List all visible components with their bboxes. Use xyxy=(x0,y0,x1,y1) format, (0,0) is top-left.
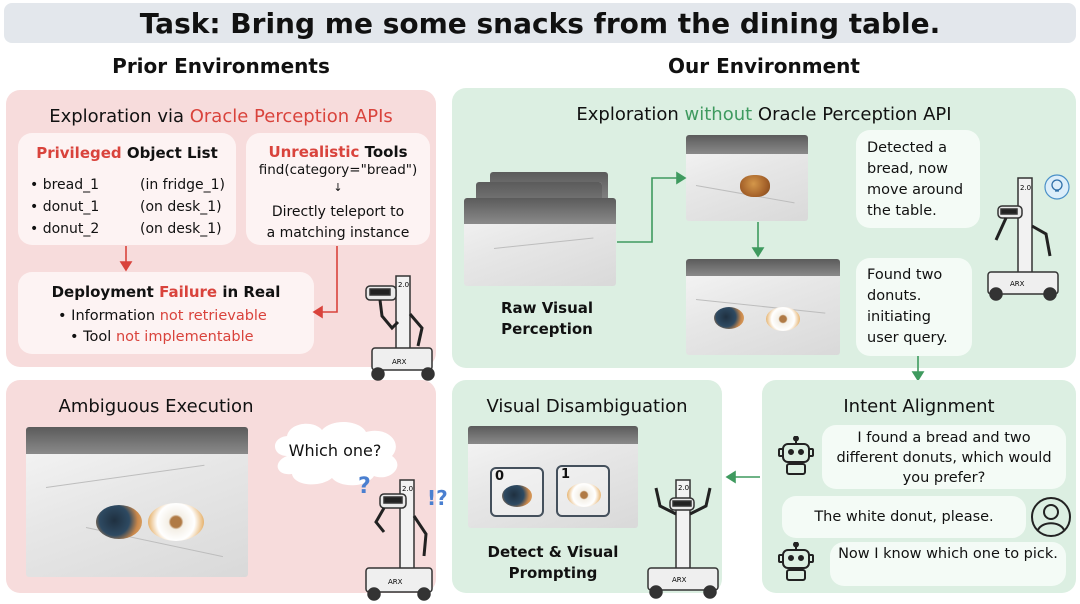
robot-message-1-text: I found a bread and two different donuts… xyxy=(836,430,1052,486)
bread xyxy=(740,175,770,197)
detected-bread-text: Detected a bread, now move around the ta… xyxy=(867,140,964,219)
intent-alignment-title: Intent Alignment xyxy=(843,396,995,417)
to-intent-arrowhead xyxy=(911,371,925,382)
deployment-failure-card xyxy=(18,272,314,354)
detect-visual-label-2: Prompting xyxy=(508,564,598,582)
visual-disambiguation-title: Visual Disambiguation xyxy=(486,396,688,417)
tools-line-2: a matching instance xyxy=(266,225,410,241)
raw-visual-label-1: Raw Visual xyxy=(500,299,594,317)
deployment-bullet-2: • Tool not implementable xyxy=(70,329,254,345)
robot-visual: 2.0 ARX xyxy=(647,479,719,599)
which-one-text: Which one? xyxy=(288,441,382,460)
robot-ambiguous: 2.0 ARX xyxy=(365,479,433,601)
object-list-location: (on desk_1) xyxy=(140,221,222,237)
robot-message-2-text: Now I know which one to pick. xyxy=(838,546,1058,562)
user-avatar-icon xyxy=(1031,497,1071,537)
ambiguous-scene-image xyxy=(26,427,248,577)
detect-visual-label-1: Detect & Visual xyxy=(487,543,619,561)
tools-line-1: Directly teleport to xyxy=(271,204,405,220)
donut-box-1: 1 xyxy=(556,465,610,517)
robot-badge: 2.0 xyxy=(398,281,409,289)
robot-badge: 2.0 xyxy=(402,485,413,493)
object-list-item: • bread_1 xyxy=(30,177,100,193)
object-list-item: • donut_2 xyxy=(30,221,100,237)
tools-code: find(category="bread") xyxy=(258,162,418,178)
raw-to-bread-arrowhead xyxy=(676,171,687,185)
object-list-location: (in fridge_1) xyxy=(140,177,226,193)
our-exploration-title: Exploration without Oracle Perception AP… xyxy=(576,104,952,125)
raw-visual-label-2: Perception xyxy=(501,320,593,338)
robot-prior-top: 2.0 ARX xyxy=(365,275,435,381)
user-message xyxy=(782,496,1026,538)
chocolate-donut xyxy=(502,485,532,507)
object-list-title: Privileged Object List xyxy=(36,144,218,162)
white-donut xyxy=(567,483,601,507)
object-list-location: (on desk_1) xyxy=(140,199,222,215)
robot-brand: ARX xyxy=(672,576,687,584)
object-list-item: • donut_1 xyxy=(30,199,100,215)
exclaim-question-icon: !? xyxy=(427,486,448,510)
object-list-names: • bread_1 • donut_1 • donut_2 xyxy=(30,174,99,240)
unrealistic-tools-card xyxy=(246,133,430,245)
object-list-locations: (in fridge_1) (on desk_1) (on desk_1) xyxy=(140,174,225,240)
tools-down-arrow-icon: ↓ xyxy=(333,181,343,194)
question-mark-icon: ? xyxy=(358,474,371,499)
robot-message-2 xyxy=(830,542,1066,586)
tools-arrow xyxy=(320,246,338,313)
robot-badge: 2.0 xyxy=(678,484,689,492)
white-donut xyxy=(148,503,204,541)
deployment-bullet-1: • Information not retrievable xyxy=(58,308,267,324)
prior-exploration-title: Exploration via Oracle Perception APIs xyxy=(49,106,393,127)
white-donut xyxy=(766,307,800,331)
detected-bread-bubble xyxy=(856,130,980,228)
lightbulb-icon xyxy=(1044,174,1070,200)
object-list-arrowhead xyxy=(119,261,133,272)
ambiguous-execution-title: Ambiguous Execution xyxy=(58,396,254,417)
prior-environments-title: Prior Environments xyxy=(112,54,330,78)
deployment-failure-title: Deployment Failure in Real xyxy=(51,283,281,301)
bread-to-donut-arrowhead xyxy=(751,247,765,258)
found-donuts-bubble xyxy=(856,258,972,356)
task-banner: Task: Bring me some snacks from the dini… xyxy=(4,3,1076,43)
robot-brand: ARX xyxy=(1010,280,1025,288)
user-message-text: The white donut, please. xyxy=(814,509,994,525)
tools-title: Unrealistic Tools xyxy=(268,143,408,161)
bread-detection-image xyxy=(686,135,808,221)
chocolate-donut xyxy=(96,505,142,539)
robot-badge: 2.0 xyxy=(1020,184,1031,192)
robot-brand: ARX xyxy=(388,578,403,586)
box-0-label: 0 xyxy=(495,469,505,484)
raw-frame-front xyxy=(464,198,616,286)
found-donuts-text: Found two donuts. initiating user query. xyxy=(867,267,948,346)
which-one-bubble xyxy=(274,421,398,486)
raw-to-bread-arrow xyxy=(617,177,678,243)
donuts-detection-image xyxy=(686,259,840,355)
robot-message-1 xyxy=(822,425,1066,489)
privileged-object-list-card xyxy=(18,133,236,245)
robot-head-icon xyxy=(778,436,814,475)
box-1-label: 1 xyxy=(561,467,571,482)
robot-head-icon xyxy=(778,542,814,581)
robot-brand: ARX xyxy=(392,358,407,366)
donut-box-0: 0 xyxy=(490,467,544,517)
our-environment-title: Our Environment xyxy=(668,54,860,78)
tools-arrowhead xyxy=(312,305,323,319)
chocolate-donut xyxy=(714,307,744,329)
robot-our-top: 2.0 ARX xyxy=(987,177,1059,301)
intent-to-visual-arrowhead xyxy=(725,470,736,484)
